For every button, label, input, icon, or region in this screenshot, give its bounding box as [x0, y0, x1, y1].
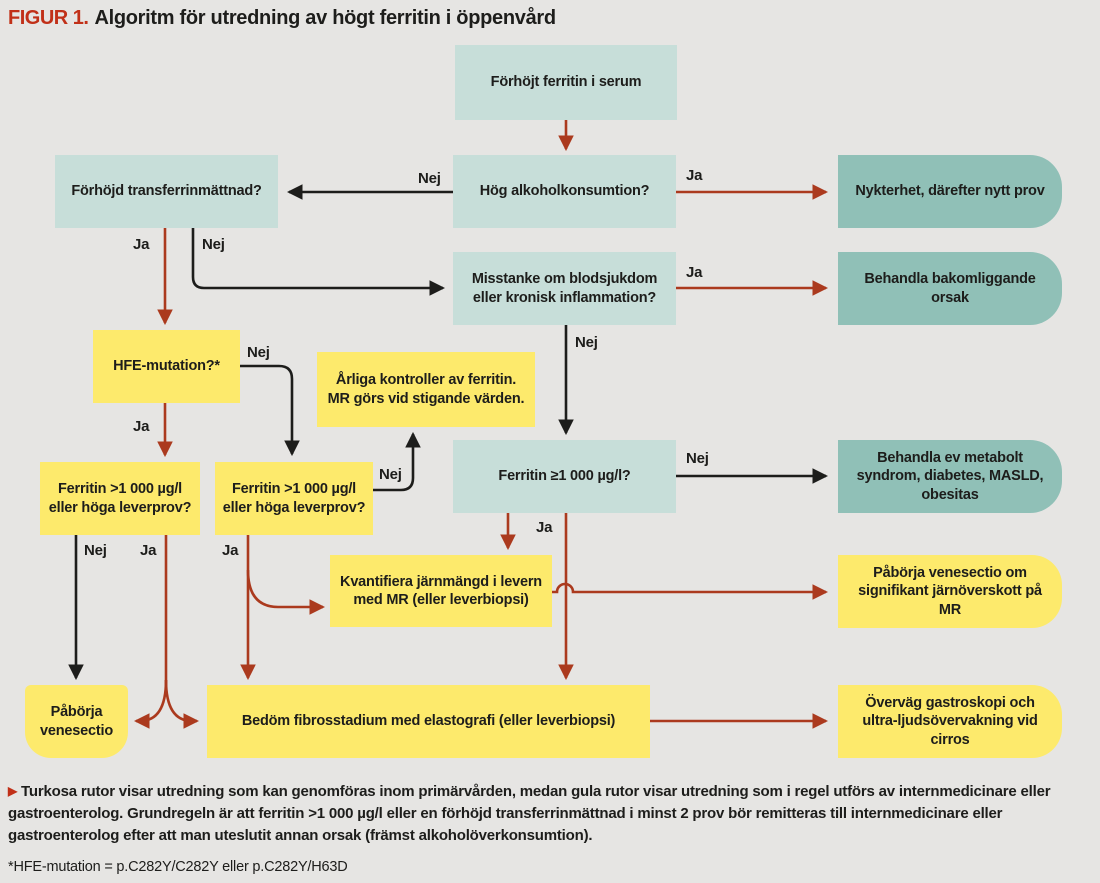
arrow-ferritin2-ja-to-kvantifiera	[246, 569, 326, 615]
node-misstanke-blodsjukdom: Misstanke om blodsjukdom eller kronisk i…	[453, 252, 676, 325]
edge-label-ja-alkohol: Ja	[686, 167, 703, 184]
node-kvantifiera-jarnmangd: Kvantifiera järnmängd i levern med MR (e…	[330, 555, 552, 627]
node-arliga-kontroller-label: Årliga kontroller av ferritin. MR görs v…	[327, 372, 525, 407]
node-ferritin-1000-left: Ferritin >1 000 µg/l eller höga leverpro…	[40, 462, 200, 535]
node-alkoholkonsumtion-label: Hög alkoholkonsumtion?	[479, 183, 650, 200]
node-paborja-venesectio: Påbörja venesectio	[25, 685, 128, 758]
node-overvag-gastroskopi-label: Överväg gastroskopi och ultra-ljudsöverv…	[862, 695, 1038, 748]
node-paborja-venesectio-label: Påbörja venesectio	[40, 704, 113, 739]
node-paborja-venesectio-om: Påbörja venesectio om signifikant järnöv…	[838, 555, 1062, 628]
edge-label-nej-ferritin-ge: Nej	[686, 450, 709, 467]
node-ferritin-ge-1000-label: Ferritin ≥1 000 µg/l?	[498, 468, 631, 485]
edge-label-nej-hfe: Nej	[247, 344, 270, 361]
node-forhojt-ferritin: Förhöjt ferritin i serum	[455, 45, 677, 120]
node-forhojt-ferritin-label: Förhöjt ferritin i serum	[490, 74, 642, 91]
caption-text: Turkosa rutor visar utredning som kan ge…	[8, 783, 1051, 844]
edge-label-nej-transferrin: Nej	[202, 236, 225, 253]
edge-label-ja-ferritin-ge: Ja	[536, 519, 553, 536]
node-behandla-bakomliggande-label: Behandla bakomliggande orsak	[864, 271, 1036, 306]
figure-label: FIGUR 1.	[8, 7, 89, 29]
edge-label-ja-ferritin-left: Ja	[140, 542, 157, 559]
arrow-hfe-nej-to-ferritin2	[240, 364, 300, 457]
node-overvag-gastroskopi: Överväg gastroskopi och ultra-ljudsöverv…	[838, 685, 1062, 758]
edge-label-nej-ferritin-left: Nej	[84, 542, 107, 559]
figure-title-text: Algoritm för utredning av högt ferritin …	[94, 7, 556, 29]
node-arliga-kontroller: Årliga kontroller av ferritin. MR görs v…	[317, 352, 535, 427]
edge-label-ja-transferrin: Ja	[133, 236, 150, 253]
node-transferrinmattnad-label: Förhöjd transferrinmättnad?	[71, 183, 262, 200]
arrow-ferritin1-ja-to-paborja	[133, 679, 168, 729]
node-paborja-venesectio-om-label: Påbörja venesectio om signifikant järnöv…	[858, 565, 1042, 618]
node-bedom-fibrosstadium-label: Bedöm fibrosstadium med elastografi (ell…	[241, 713, 616, 730]
edge-label-nej-alkohol: Nej	[418, 170, 441, 187]
node-nykterhet-label: Nykterhet, därefter nytt prov	[855, 183, 1045, 200]
edge-label-ja-misstanke: Ja	[686, 264, 703, 281]
node-ferritin-1000-right-label: Ferritin >1 000 µg/l eller höga leverpro…	[222, 481, 366, 516]
edge-label-nej-misstanke: Nej	[575, 334, 598, 351]
figure-caption: ▶Turkosa rutor visar utredning som kan g…	[8, 781, 1094, 846]
edge-label-ja-hfe: Ja	[133, 418, 150, 435]
node-hfe-mutation: HFE-mutation?*	[93, 330, 240, 403]
figure-title: FIGUR 1.Algoritm för utredning av högt f…	[8, 7, 556, 30]
node-alkoholkonsumtion: Hög alkoholkonsumtion?	[453, 155, 676, 228]
node-hfe-mutation-label: HFE-mutation?*	[113, 358, 220, 375]
node-behandla-bakomliggande: Behandla bakomliggande orsak	[838, 252, 1062, 325]
node-nykterhet: Nykterhet, därefter nytt prov	[838, 155, 1062, 228]
node-ferritin-1000-right: Ferritin >1 000 µg/l eller höga leverpro…	[215, 462, 373, 535]
node-behandla-metabolt-label: Behandla ev metabolt syndrom, diabetes, …	[856, 450, 1044, 503]
figure-footnote: *HFE-mutation = p.C282Y/C282Y eller p.C2…	[8, 859, 348, 875]
arrow-ferritin1-ja-to-bedom	[164, 679, 200, 729]
edge-label-ja-ferritin-right: Ja	[222, 542, 239, 559]
node-behandla-metabolt: Behandla ev metabolt syndrom, diabetes, …	[838, 440, 1062, 513]
arrow-transferrin-nej-to-misstanke	[191, 228, 446, 296]
node-kvantifiera-label: Kvantifiera järnmängd i levern med MR (e…	[340, 573, 542, 608]
node-transferrinmattnad: Förhöjd transferrinmättnad?	[55, 155, 278, 228]
node-ferritin-ge-1000: Ferritin ≥1 000 µg/l?	[453, 440, 676, 513]
node-bedom-fibrosstadium: Bedöm fibrosstadium med elastografi (ell…	[207, 685, 650, 758]
edge-label-nej-ferritin-right: Nej	[379, 466, 402, 483]
arrow-kvantifiera-to-paborja-om	[552, 582, 829, 600]
node-misstanke-label: Misstanke om blodsjukdom eller kronisk i…	[471, 271, 658, 306]
node-ferritin-1000-left-label: Ferritin >1 000 µg/l eller höga leverpro…	[48, 481, 192, 516]
caption-bullet-icon: ▶	[8, 784, 18, 798]
